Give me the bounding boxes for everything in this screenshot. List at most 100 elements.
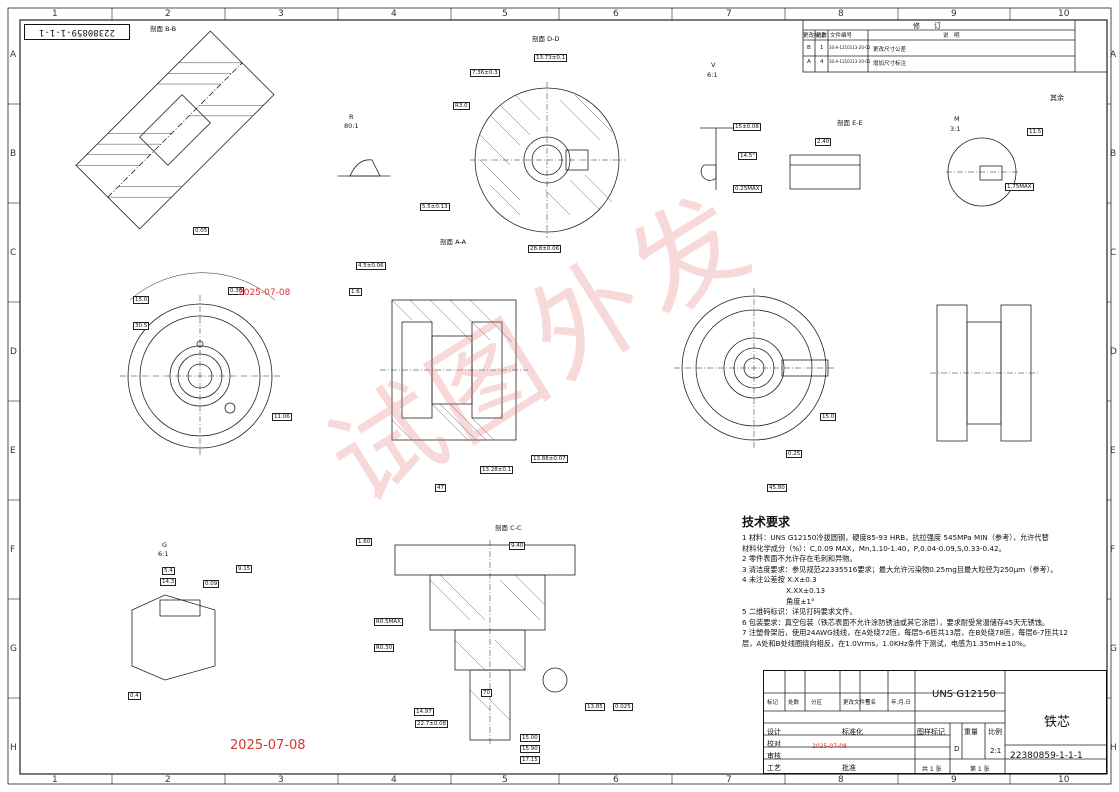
- tech-line: 层，A处和B处线圈绕向相反，在1.0Vrms，1.0KHz条件下测试，电感为1.…: [742, 638, 1031, 648]
- dimension: R0.30: [374, 644, 395, 652]
- row-label: G: [1110, 644, 1117, 654]
- dimension: 1.75MAX: [1005, 183, 1034, 191]
- dimension: 15.00: [520, 734, 540, 742]
- title-header: 标记: [767, 700, 779, 706]
- row-label: H: [10, 743, 17, 753]
- date-stamp: 2025-07-08: [230, 738, 306, 753]
- column-label: 3: [278, 9, 284, 19]
- title-header: 更改文件号: [843, 700, 871, 706]
- revision-table: 修 订 更改标记 处数 文件编号 说 明 B 1 10-A-1210113-20…: [803, 20, 1103, 72]
- stage-value: D: [954, 745, 960, 753]
- revision-mark: B: [807, 45, 811, 51]
- revision-header: 说 明: [943, 33, 960, 39]
- section-label-a-a: 剖面 A-A: [440, 238, 467, 246]
- scale-value: 2:1: [990, 747, 1002, 755]
- tech-line: 2 零件表面不允许存在毛刺和异物。: [742, 554, 857, 564]
- tech-line: 3 清洁度要求：参见规范22335516要求；最大允许污染物0.25mg且最大粒…: [742, 564, 1058, 574]
- detail-scale-g: 6:1: [158, 550, 169, 558]
- revision-desc: 更改尺寸公差: [873, 47, 907, 53]
- tech-line: 角度±1°: [786, 596, 815, 606]
- tech-line: 4 未注公差按 X.X±0.3: [742, 575, 817, 585]
- section-label-e-e: 剖面 E-E: [837, 119, 863, 127]
- weight-label: 重量: [964, 728, 978, 736]
- detail-label-g: G: [162, 541, 168, 549]
- dimension: 13.85: [585, 703, 605, 711]
- drawing-number: 22380859-1-1-1: [1010, 751, 1083, 761]
- part-name: 铁芯: [1044, 715, 1071, 730]
- column-label: 9: [951, 9, 957, 19]
- revision-header: 更改标记: [803, 33, 826, 39]
- dimension: 15±0.08: [733, 123, 761, 131]
- tech-title: 技术要求: [742, 515, 791, 529]
- revision-count: 4: [820, 59, 824, 65]
- tech-line: 5 二维码标识：详见打码要求文件。: [742, 607, 857, 617]
- column-label: 10: [1058, 775, 1070, 785]
- dimension: 30.5: [133, 322, 150, 330]
- rotated-drawing-number: 22380859-1-1-1: [24, 24, 130, 40]
- column-label: 4: [391, 9, 397, 19]
- column-label: 1: [52, 775, 58, 785]
- title-header: 签名: [865, 700, 877, 706]
- tech-line: 材料化学成分（%）：C,0.09 MAX，Mn,1.10-1.40，P,0.04…: [742, 543, 1006, 553]
- dimension: 9.15: [236, 565, 253, 573]
- detail-scale-v: 6:1: [707, 71, 718, 79]
- dimension: 1.6: [349, 288, 362, 296]
- dimension: 5.5±0.13: [420, 203, 450, 211]
- dimension: 11.5: [1027, 128, 1044, 136]
- dimension: 28.8±0.06: [528, 245, 562, 253]
- column-label: 7: [726, 775, 732, 785]
- column-label: 8: [838, 775, 844, 785]
- sheet-number: 第 1 张: [970, 766, 990, 773]
- dimension: 0.4: [128, 692, 141, 700]
- column-label: 7: [726, 9, 732, 19]
- dimension: 9.40: [509, 542, 526, 550]
- material: UNS G12150: [932, 689, 996, 700]
- dimension: 45.80: [767, 484, 787, 492]
- role-review: 审核: [767, 752, 781, 760]
- detail-scale-r: 80:1: [344, 122, 359, 130]
- column-label: 4: [391, 775, 397, 785]
- dimension: 47: [435, 484, 446, 492]
- row-label: E: [1110, 446, 1116, 456]
- column-label: 8: [838, 9, 844, 19]
- column-label: 6: [613, 9, 619, 19]
- dimension: 5.4: [162, 567, 175, 575]
- role-check: 校对: [767, 740, 781, 748]
- dimension: 15.90: [520, 745, 540, 753]
- row-label: C: [10, 248, 17, 258]
- revision-title: 修 订: [913, 22, 941, 30]
- dimension: 4.5±0.06: [356, 262, 386, 270]
- role-design: 设计: [767, 728, 781, 736]
- title-block: 标记 处数 分区 更改文件号 签名 年.月.日 设计 校对 审核 工艺 标准化 …: [763, 670, 1107, 774]
- surface-roughness-note: 其余: [1050, 94, 1064, 102]
- role-process: 工艺: [767, 764, 781, 772]
- revision-count: 1: [820, 45, 824, 51]
- dimension: 15.0: [133, 296, 150, 304]
- dimension: 0.25MAX: [733, 185, 762, 193]
- tech-line: 6 包装要求：真空包装（铁芯表面不允许涂防锈油或其它涂层），要求耐受常温储存45…: [742, 617, 1050, 627]
- tech-line: X.XX±0.13: [786, 585, 826, 595]
- row-label: A: [10, 50, 17, 60]
- column-label: 9: [951, 775, 957, 785]
- dimension: 14.97: [414, 708, 434, 716]
- dimension: R3.0: [453, 102, 470, 110]
- dimension: R0.5MAX: [374, 618, 403, 626]
- dimension: 13.73±0.1: [534, 54, 568, 62]
- title-header: 年.月.日: [891, 700, 911, 706]
- scale-label: 比例: [988, 728, 1002, 736]
- sheet-total: 共 1 张: [922, 766, 942, 773]
- row-label: H: [1110, 743, 1117, 753]
- dimension: 15.0: [820, 413, 837, 421]
- date-stamp: 2025-07-08: [812, 743, 847, 750]
- role-approve: 批准: [842, 764, 856, 772]
- revision-doc: 10-A-1210113-20-01: [829, 59, 871, 64]
- dimension: 0.38: [228, 287, 245, 295]
- row-label: F: [1110, 545, 1116, 555]
- row-label: B: [1110, 149, 1117, 159]
- technical-requirements: 技术要求 1 材料：UNS G12150冷拔圆钢，硬度85-93 HRB，抗拉强…: [742, 513, 1107, 650]
- section-label-d-d: 剖面 D-D: [532, 35, 560, 43]
- section-label-c-c: 剖面 C-C: [495, 524, 522, 532]
- dimension: 2.40: [815, 138, 832, 146]
